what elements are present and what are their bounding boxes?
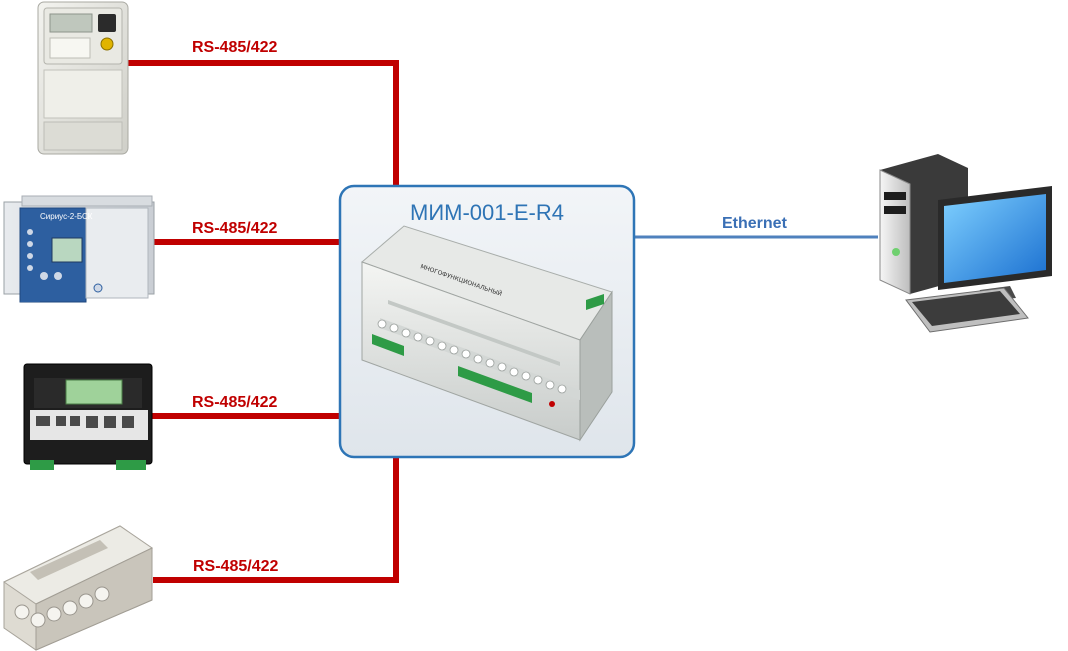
meter-link-label: RS-485/422 [192, 39, 277, 56]
protection-relay-image: Сириус-2-БСК [3, 195, 155, 303]
computer-image [879, 154, 1052, 333]
multiplexer-hub: МИМ-001-E-R4 МНОГОФУНКЦИОНАЛЬНЫЙ [338, 184, 636, 459]
relay-brand-label: Сириус-2-БСК [40, 212, 93, 221]
meter-link-line [128, 60, 399, 186]
electricity-meter-image [37, 1, 129, 155]
ethernet-link-label: Ethernet [722, 215, 788, 232]
relay-link-label: RS-485/422 [192, 220, 277, 237]
controller-link-label: RS-485/422 [192, 394, 277, 411]
heat-controller-image [23, 363, 153, 470]
enclosure-link-label: RS-485/422 [193, 558, 278, 575]
hub-title: МИМ-001-E-R4 [410, 200, 564, 225]
enclosure-link-line [153, 457, 399, 583]
multiplexer-device-image: МНОГОФУНКЦИОНАЛЬНЫЙ [361, 225, 613, 442]
rs485-bus-lines [128, 60, 399, 583]
enclosure-box-image [3, 525, 153, 651]
